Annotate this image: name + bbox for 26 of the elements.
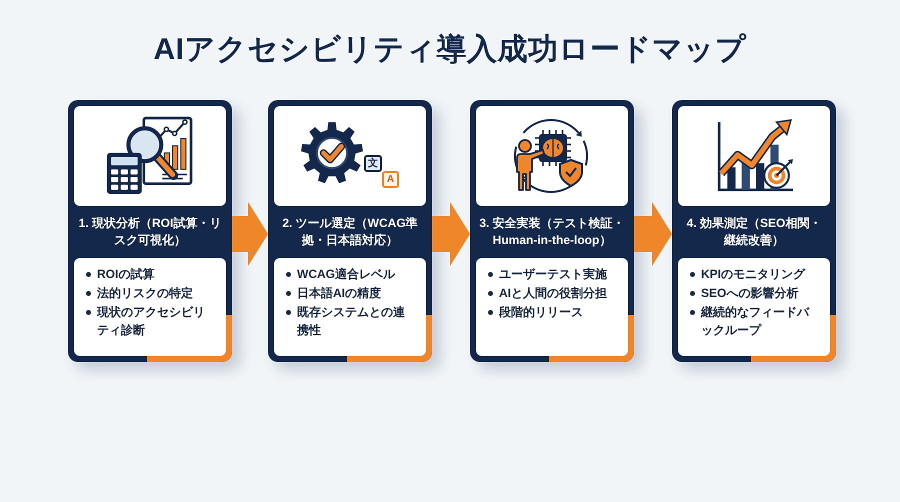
step-heading: 3. 安全実装（テスト検証・Human-in-the-loop）	[479, 214, 625, 249]
language-symbol: 文	[364, 155, 382, 172]
bullet-text: 日本語AIの精度	[297, 285, 382, 302]
step-heading: 4. 効果測定（SEO相関・継続改善）	[686, 214, 822, 249]
diagram-title: AIアクセシビリティ導入成功ロードマップ	[154, 32, 746, 68]
bullet-text: 現状のアクセシビリティ診断	[97, 304, 206, 339]
bullet-text: SEOへの影響分析	[701, 285, 800, 302]
bullet-text: AIと人間の役割分担	[499, 285, 608, 302]
bullet-text: WCAG適合レベル	[297, 266, 396, 283]
bullet-text: 既存システムとの連携性	[297, 304, 406, 339]
arrow	[634, 202, 672, 266]
step-heading: 1. 現状分析（ROI試算・リスク可視化）	[78, 214, 222, 249]
bullet-text: 継続的なフィードバックループ	[701, 304, 810, 339]
bullet-text: ユーザーテスト実施	[499, 266, 608, 283]
language-symbol: A	[382, 171, 399, 188]
bullet-text: ROIの試算	[97, 266, 156, 283]
step-card	[672, 100, 836, 362]
step-card	[68, 100, 232, 362]
step-heading: 2. ツール選定（WCAG準拠・日本語対応）	[281, 214, 419, 249]
bullet-text: 法的リスクの特定	[97, 285, 194, 302]
step-card	[268, 100, 432, 362]
bullet-text: KPIのモニタリング	[701, 266, 806, 283]
bullet-text: 段階的リリース	[499, 304, 584, 321]
step-card	[470, 100, 634, 362]
arrow	[432, 202, 470, 266]
arrow	[232, 202, 268, 266]
